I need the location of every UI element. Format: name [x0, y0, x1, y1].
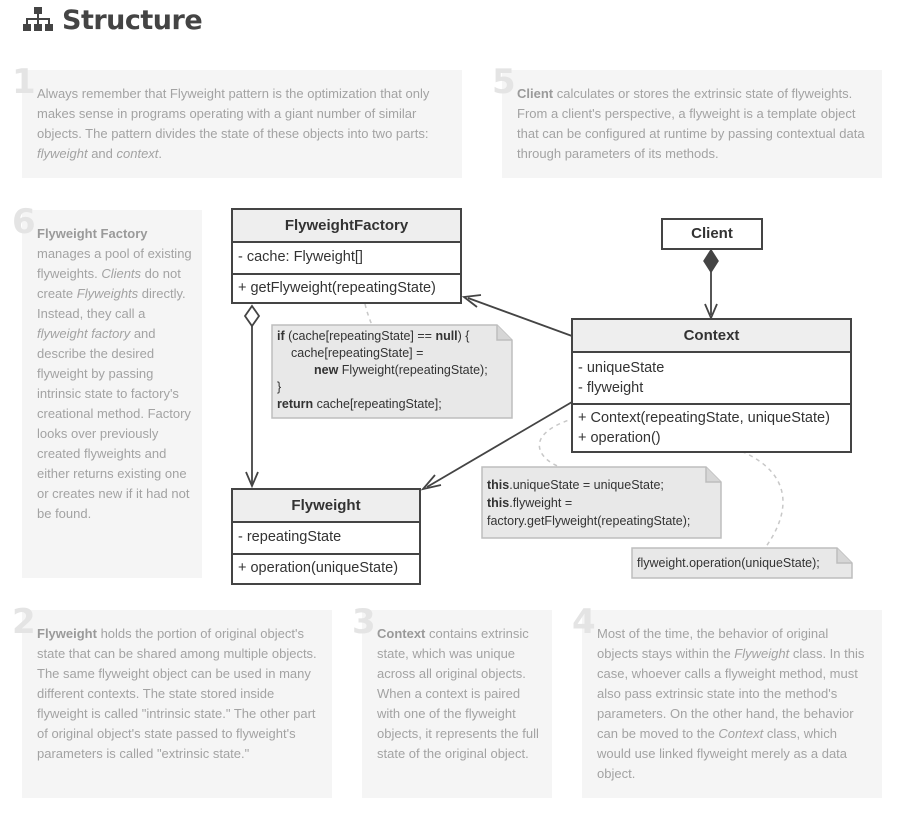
code-note-operation: flyweight.operation(uniqueState); [637, 555, 820, 572]
field: - flyweight [578, 380, 644, 396]
note-number: 1 [12, 62, 36, 102]
code-line: new Flyweight(repeatingState); [314, 363, 488, 377]
page-title: Structure [62, 4, 203, 36]
method: + getFlyweight(repeatingState) [238, 280, 436, 296]
note-1: 1 Always remember that Flyweight pattern… [12, 65, 462, 178]
class-fields: - cache: Flyweight[] [233, 241, 460, 273]
code-line: return cache[repeatingState]; [277, 397, 442, 411]
code-note-factory: if (cache[repeatingState] == null) { cac… [277, 328, 488, 413]
class-fields: - uniqueState - flyweight [573, 351, 850, 403]
code-line: if (cache[repeatingState] == null) { [277, 329, 470, 343]
note-6: 6 Flyweight Factory manages a pool of ex… [12, 205, 202, 578]
note-number: 5 [492, 62, 516, 102]
composition-diamond [703, 248, 719, 274]
code-line: flyweight.operation(uniqueState); [637, 556, 820, 570]
code-note-context: this.uniqueState = uniqueState; this.fly… [487, 476, 690, 530]
code-line: } [277, 380, 282, 394]
method: + Context(repeatingState, uniqueState) [578, 410, 830, 426]
note-number: 2 [12, 602, 36, 642]
class-name: Context [573, 320, 850, 351]
class-name: Flyweight [233, 490, 419, 521]
note-number: 3 [352, 602, 376, 642]
class-flyweight-factory: FlyweightFactory - cache: Flyweight[] + … [231, 208, 462, 304]
class-name: Client [663, 220, 761, 248]
note-4: 4 Most of the time, the behavior of orig… [572, 605, 882, 798]
class-fields: - repeatingState [233, 521, 419, 553]
class-client: Client [661, 218, 763, 250]
class-flyweight: Flyweight - repeatingState + operation(u… [231, 488, 421, 585]
hierarchy-icon [23, 7, 53, 31]
code-note-context-shape [481, 466, 722, 539]
note-number: 4 [572, 602, 596, 642]
note-text: Flyweight holds the portion of original … [37, 626, 317, 761]
note-2: 2 Flyweight holds the portion of origina… [12, 605, 332, 798]
note-5: 5 Client calculates or stores the extrin… [492, 65, 882, 178]
method: + operation() [578, 430, 661, 446]
note-text: Flyweight Factory manages a pool of exis… [37, 226, 192, 521]
field: - cache: Flyweight[] [238, 249, 363, 265]
code-line: factory.getFlyweight(repeatingState); [487, 514, 691, 528]
code-line: this.uniqueState = uniqueState; [487, 478, 664, 492]
field: - uniqueState [578, 360, 665, 376]
note-text: Always remember that Flyweight pattern i… [37, 86, 430, 161]
class-name: FlyweightFactory [233, 210, 460, 241]
note-number: 6 [12, 202, 36, 242]
class-methods: + Context(repeatingState, uniqueState) +… [573, 403, 850, 451]
method: + operation(uniqueState) [238, 560, 399, 576]
class-methods: + getFlyweight(repeatingState) [233, 273, 460, 302]
page-header: Structure [22, 4, 203, 36]
aggregation-diamond [243, 304, 261, 328]
field: - repeatingState [238, 529, 342, 545]
note-text: Context contains extrinsic state, which … [377, 626, 539, 761]
code-line: cache[repeatingState] = [291, 346, 424, 360]
class-methods: + operation(uniqueState) [233, 553, 419, 583]
note-text: Client calculates or stores the extrinsi… [517, 86, 865, 161]
note-text: Most of the time, the behavior of origin… [597, 626, 865, 781]
code-line: this.flyweight = [487, 496, 573, 510]
note-3: 3 Context contains extrinsic state, whic… [352, 605, 552, 798]
class-context: Context - uniqueState - flyweight + Cont… [571, 318, 852, 453]
code-note-factory-shape [271, 324, 513, 419]
code-note-operation-shape [631, 547, 853, 579]
